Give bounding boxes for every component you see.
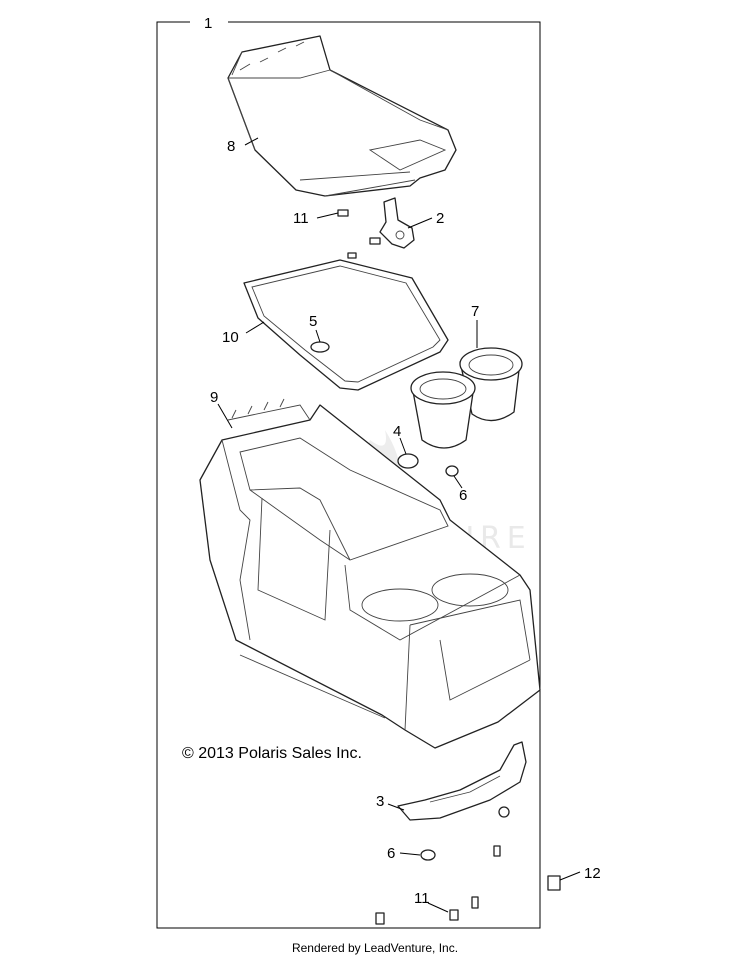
callout-5: 5 xyxy=(309,313,317,330)
callout-9: 9 xyxy=(210,389,218,406)
callout-10: 10 xyxy=(222,329,239,346)
console-body xyxy=(199,398,541,749)
callout-1: 1 xyxy=(204,15,212,32)
callout-8: 8 xyxy=(227,138,235,155)
callout-6-lower: 6 xyxy=(387,845,395,862)
callout-11-bottom: 11 xyxy=(414,890,430,907)
assembly-frame xyxy=(156,21,541,929)
plug xyxy=(310,341,330,353)
hardware xyxy=(375,806,561,925)
callout-labels: 1 8 11 2 10 5 7 9 4 6 3 6 12 11 xyxy=(204,15,601,907)
footer-credit: Rendered by LeadVenture, Inc. xyxy=(291,941,459,955)
callout-7: 7 xyxy=(471,303,479,320)
nut-upper xyxy=(445,465,459,477)
callout-4: 4 xyxy=(393,423,401,440)
latch-bracket xyxy=(379,197,415,249)
callout-2: 2 xyxy=(436,210,444,227)
callout-11-top: 11 xyxy=(293,210,309,227)
console-lid xyxy=(227,35,457,197)
screw-top xyxy=(337,209,381,259)
cup-holders xyxy=(410,347,523,449)
callout-3: 3 xyxy=(376,793,384,810)
grommet xyxy=(397,453,419,469)
leader-lines xyxy=(217,137,581,913)
lower-bracket xyxy=(397,741,527,821)
callout-6-upper: 6 xyxy=(459,487,467,504)
callout-12: 12 xyxy=(584,865,601,882)
copyright-text: © 2013 Polaris Sales Inc. xyxy=(182,745,362,762)
lid-gasket xyxy=(243,259,449,391)
